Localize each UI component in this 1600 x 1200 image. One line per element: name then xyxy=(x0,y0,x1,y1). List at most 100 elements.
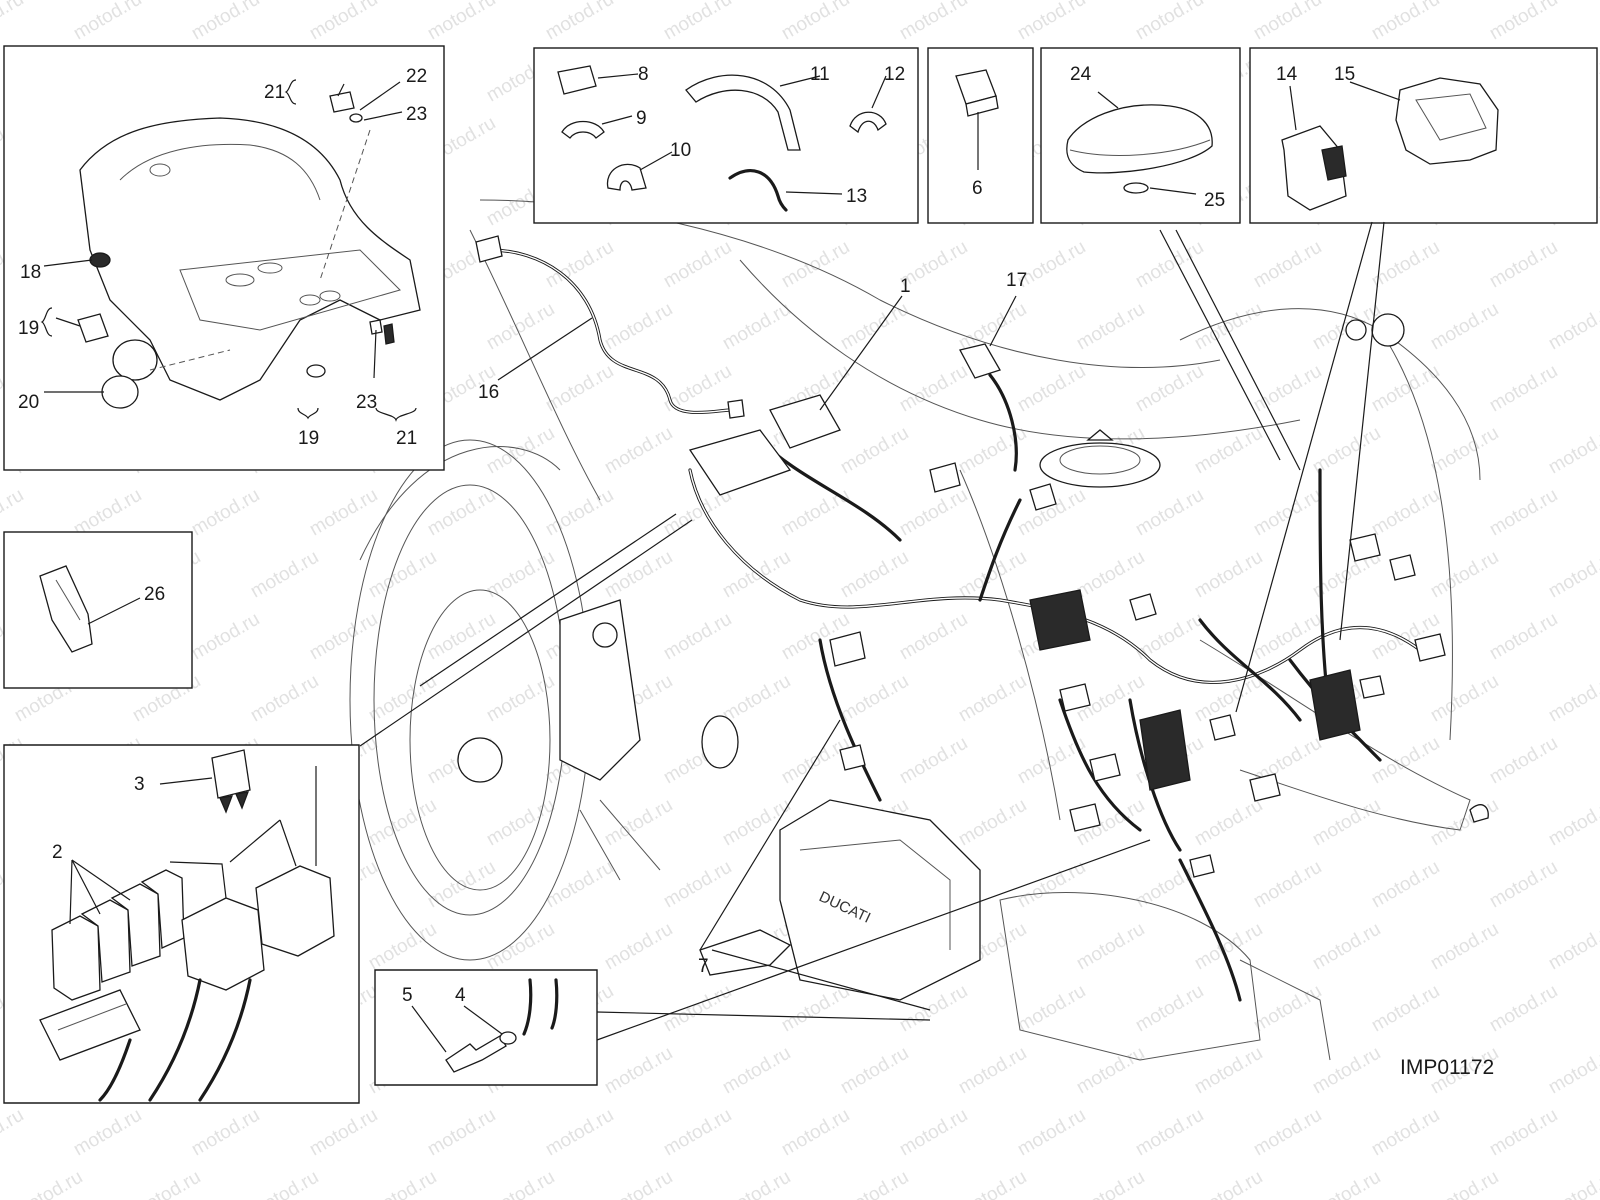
watermark-text: motod.ru xyxy=(1486,1105,1561,1161)
watermark-text: motod.ru xyxy=(1132,361,1207,417)
watermark-text: motod.ru xyxy=(719,1043,794,1099)
watermark-text: motod.ru xyxy=(1486,857,1561,913)
watermark-text: motod.ru xyxy=(188,485,263,541)
watermark-text: motod.ru xyxy=(778,1105,853,1161)
watermark-text: motod.ru xyxy=(424,1105,499,1161)
detail-box-fuses-relays xyxy=(3,744,360,1104)
watermark-text: motod.ru xyxy=(601,299,676,355)
watermark-text: motod.ru xyxy=(70,0,145,44)
part-17-connector xyxy=(959,343,1018,472)
watermark-text: motod.ru xyxy=(1132,0,1207,44)
watermark-text: motod.ru xyxy=(1486,981,1561,1037)
watermark-text: motod.ru xyxy=(896,1105,971,1161)
watermark-text: motod.ru xyxy=(1191,299,1266,355)
callout-26: 26 xyxy=(144,584,165,605)
watermark-text: motod.ru xyxy=(837,547,912,603)
callout-11: 11 xyxy=(810,64,830,85)
watermark-text: motod.ru xyxy=(1014,981,1089,1037)
watermark-text: motod.ru xyxy=(1250,1105,1325,1161)
watermark-text: motod.ru xyxy=(542,0,617,44)
callout-21-bottom: 21 xyxy=(396,428,417,449)
leader-lines xyxy=(359,221,1385,1041)
watermark-text: motod.ru xyxy=(1250,361,1325,417)
watermark-text: motod.ru xyxy=(483,547,558,603)
watermark-text: motod.ru xyxy=(0,0,27,44)
watermark-text: motod.ru xyxy=(778,0,853,44)
watermark-text: motod.ru xyxy=(483,299,558,355)
watermark-text: motod.ru xyxy=(1486,237,1561,293)
watermark-text: motod.ru xyxy=(719,671,794,727)
part-16-wire-lead xyxy=(475,235,745,419)
watermark-text: motod.ru xyxy=(601,919,676,975)
callout-6: 6 xyxy=(972,178,983,199)
watermark-text: motod.ru xyxy=(719,547,794,603)
watermark-text: motod.ru xyxy=(542,857,617,913)
watermark-text: motod.ru xyxy=(1545,671,1600,727)
watermark-text: motod.ru xyxy=(955,671,1030,727)
watermark-text: motod.ru xyxy=(660,0,735,44)
callout-25: 25 xyxy=(1204,190,1225,211)
watermark-text: motod.ru xyxy=(1486,361,1561,417)
callout-5: 5 xyxy=(402,985,413,1006)
watermark-text: motod.ru xyxy=(1250,609,1325,665)
watermark-text: motod.ru xyxy=(1014,361,1089,417)
watermark-text: motod.ru xyxy=(1191,547,1266,603)
watermark-text: motod.ru xyxy=(837,671,912,727)
watermark-text: motod.ru xyxy=(247,671,322,727)
watermark-text: motod.ru xyxy=(1545,1167,1600,1200)
watermark-text: motod.ru xyxy=(1191,423,1266,479)
callout-14: 14 xyxy=(1276,64,1298,85)
callout-19-left: 19 xyxy=(18,318,39,339)
watermark-text: motod.ru xyxy=(424,609,499,665)
watermark-text: motod.ru xyxy=(1368,361,1443,417)
watermark-text: motod.ru xyxy=(1250,0,1325,44)
watermark-text: motod.ru xyxy=(837,1043,912,1099)
watermark-text: motod.ru xyxy=(1486,485,1561,541)
watermark-text: motod.ru xyxy=(1191,795,1266,851)
watermark-text: motod.ru xyxy=(896,485,971,541)
watermark-text: motod.ru xyxy=(601,795,676,851)
watermark-text: motod.ru xyxy=(837,423,912,479)
watermark-text: motod.ru xyxy=(247,547,322,603)
motorcycle-body-drawing: DUCATI xyxy=(349,199,1489,1061)
watermark-text: motod.ru xyxy=(424,0,499,44)
watermark-text: motod.ru xyxy=(896,0,971,44)
callout-4: 4 xyxy=(455,985,466,1006)
watermark-text: motod.ru xyxy=(1486,0,1561,44)
callout-24: 24 xyxy=(1070,64,1092,85)
watermark-text: motod.ru xyxy=(1545,423,1600,479)
watermark-text: motod.ru xyxy=(1545,547,1600,603)
callout-15: 15 xyxy=(1334,64,1355,85)
watermark-text: motod.ru xyxy=(660,1105,735,1161)
watermark-text: motod.ru xyxy=(1250,981,1325,1037)
callout-17: 17 xyxy=(1006,270,1027,291)
watermark-text: motod.ru xyxy=(483,423,558,479)
watermark-text: motod.ru xyxy=(483,795,558,851)
watermark-text: motod.ru xyxy=(778,485,853,541)
watermark-text: motod.ru xyxy=(1427,919,1502,975)
watermark-text: motod.ru xyxy=(601,423,676,479)
watermark-text: motod.ru xyxy=(896,361,971,417)
detail-box-tail-tray xyxy=(3,45,445,471)
callout-16: 16 xyxy=(478,382,499,403)
callout-9: 9 xyxy=(636,108,647,129)
watermark-text: motod.ru xyxy=(365,919,440,975)
watermark-text: motod.ru xyxy=(129,1167,204,1200)
watermark-text: motod.ru xyxy=(188,1105,263,1161)
callout-10: 10 xyxy=(670,140,691,161)
watermark-text: motod.ru xyxy=(483,919,558,975)
watermark-text: motod.ru xyxy=(542,1105,617,1161)
watermark-text: motod.ru xyxy=(1132,485,1207,541)
watermark-text: motod.ru xyxy=(1014,1105,1089,1161)
watermark-text: motod.ru xyxy=(601,1167,676,1200)
watermark-text: motod.ru xyxy=(1368,857,1443,913)
watermark-text: motod.ru xyxy=(424,485,499,541)
watermark-text: motod.ru xyxy=(1427,795,1502,851)
watermark-text: motod.ru xyxy=(306,1105,381,1161)
detail-box-connector-6 xyxy=(927,47,1034,224)
watermark-text: motod.ru xyxy=(1250,237,1325,293)
watermark-text: motod.ru xyxy=(365,547,440,603)
watermark-text: motod.ru xyxy=(1250,857,1325,913)
watermark-text: motod.ru xyxy=(1486,733,1561,789)
